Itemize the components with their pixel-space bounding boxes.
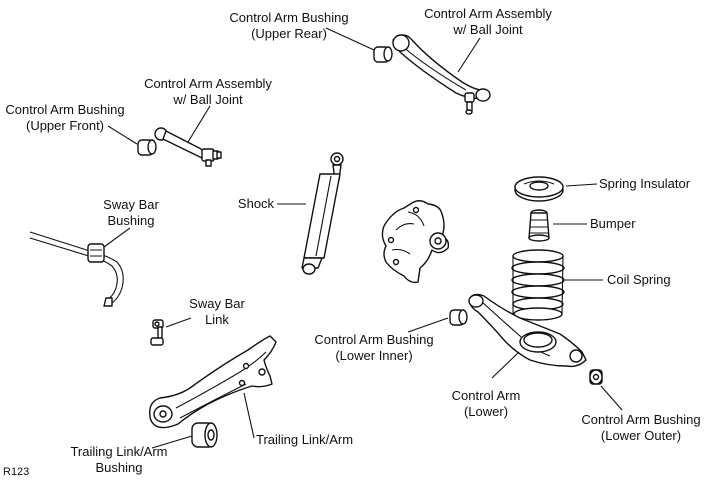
upper-front-control-arm-drawing bbox=[154, 127, 222, 167]
label-line: Control Arm Assembly bbox=[144, 76, 272, 91]
diagram-code: R123 bbox=[3, 466, 30, 478]
label-line: Bushing bbox=[107, 213, 155, 228]
label-line: Control Arm Assembly bbox=[424, 6, 552, 21]
label-sway-bar-bushing: Sway Bar Bushing bbox=[96, 197, 166, 229]
leader-lines bbox=[103, 27, 623, 449]
label-line: Trailing Link/Arm bbox=[70, 444, 168, 459]
label-line: (Lower Inner) bbox=[335, 348, 413, 363]
label-line: Coil Spring bbox=[607, 272, 671, 287]
label-line: Bumper bbox=[590, 216, 636, 231]
lower-control-arm-drawing bbox=[468, 293, 587, 368]
label-trailing-link-arm: Trailing Link/Arm bbox=[256, 432, 366, 448]
lower-outer-bushing-drawing bbox=[589, 369, 603, 385]
label-coil-spring: Coil Spring bbox=[607, 272, 687, 288]
label-line: Trailing Link/Arm bbox=[256, 432, 354, 447]
label-spring-insulator: Spring Insulator bbox=[599, 176, 699, 192]
label-line: Shock bbox=[237, 196, 275, 211]
trailing-arm-drawing bbox=[149, 335, 277, 429]
label-trailing-link-arm-bushing: Trailing Link/Arm Bushing bbox=[60, 444, 178, 476]
label-line: Sway Bar bbox=[189, 296, 245, 311]
label-line: Sway Bar bbox=[103, 197, 159, 212]
label-line: w/ Ball Joint bbox=[453, 22, 523, 37]
label-line: (Upper Rear) bbox=[251, 26, 327, 41]
label-control-arm-assembly-upper-rear: Control Arm Assembly w/ Ball Joint bbox=[420, 6, 556, 38]
label-control-arm-assembly-upper-front: Control Arm Assembly w/ Ball Joint bbox=[140, 76, 276, 108]
coil-spring-drawing bbox=[511, 249, 565, 321]
label-line: w/ Ball Joint bbox=[173, 92, 243, 107]
label-control-arm-bushing-upper-front: Control Arm Bushing (Upper Front) bbox=[2, 102, 128, 134]
label-line: Control Arm bbox=[451, 388, 521, 403]
label-line: Control Arm Bushing bbox=[314, 332, 434, 347]
label-line: Control Arm Bushing bbox=[229, 10, 349, 25]
label-line: Link bbox=[205, 312, 229, 327]
sway-bar-drawing bbox=[29, 231, 124, 307]
lower-inner-bushing-drawing bbox=[449, 309, 468, 326]
label-sway-bar-link: Sway Bar Link bbox=[185, 296, 249, 328]
label-control-arm-lower: Control Arm (Lower) bbox=[446, 388, 526, 420]
label-control-arm-bushing-lower-inner: Control Arm Bushing (Lower Inner) bbox=[308, 332, 440, 364]
label-line: (Lower) bbox=[463, 404, 509, 419]
label-control-arm-bushing-lower-outer: Control Arm Bushing (Lower Outer) bbox=[576, 412, 706, 444]
label-line: Spring Insulator bbox=[599, 176, 691, 191]
bumper-drawing bbox=[528, 209, 550, 242]
upper-front-bushing-drawing bbox=[137, 139, 157, 156]
spring-insulator-drawing bbox=[514, 176, 564, 202]
shock-drawing bbox=[301, 152, 344, 275]
upper-rear-bushing-drawing bbox=[373, 46, 393, 63]
knuckle-drawing bbox=[381, 200, 450, 284]
label-bumper: Bumper bbox=[590, 216, 650, 232]
label-control-arm-bushing-upper-rear: Control Arm Bushing (Upper Rear) bbox=[226, 10, 352, 42]
label-line: Control Arm Bushing bbox=[5, 102, 125, 117]
sway-bar-link-drawing bbox=[150, 319, 164, 346]
label-line: (Upper Front) bbox=[25, 118, 105, 133]
label-shock: Shock bbox=[235, 196, 277, 212]
label-line: Bushing bbox=[95, 460, 143, 475]
trailing-bushing-drawing bbox=[191, 422, 218, 448]
label-line: Control Arm Bushing bbox=[581, 412, 701, 427]
upper-rear-control-arm-drawing bbox=[392, 34, 491, 115]
label-line: (Lower Outer) bbox=[600, 428, 682, 443]
